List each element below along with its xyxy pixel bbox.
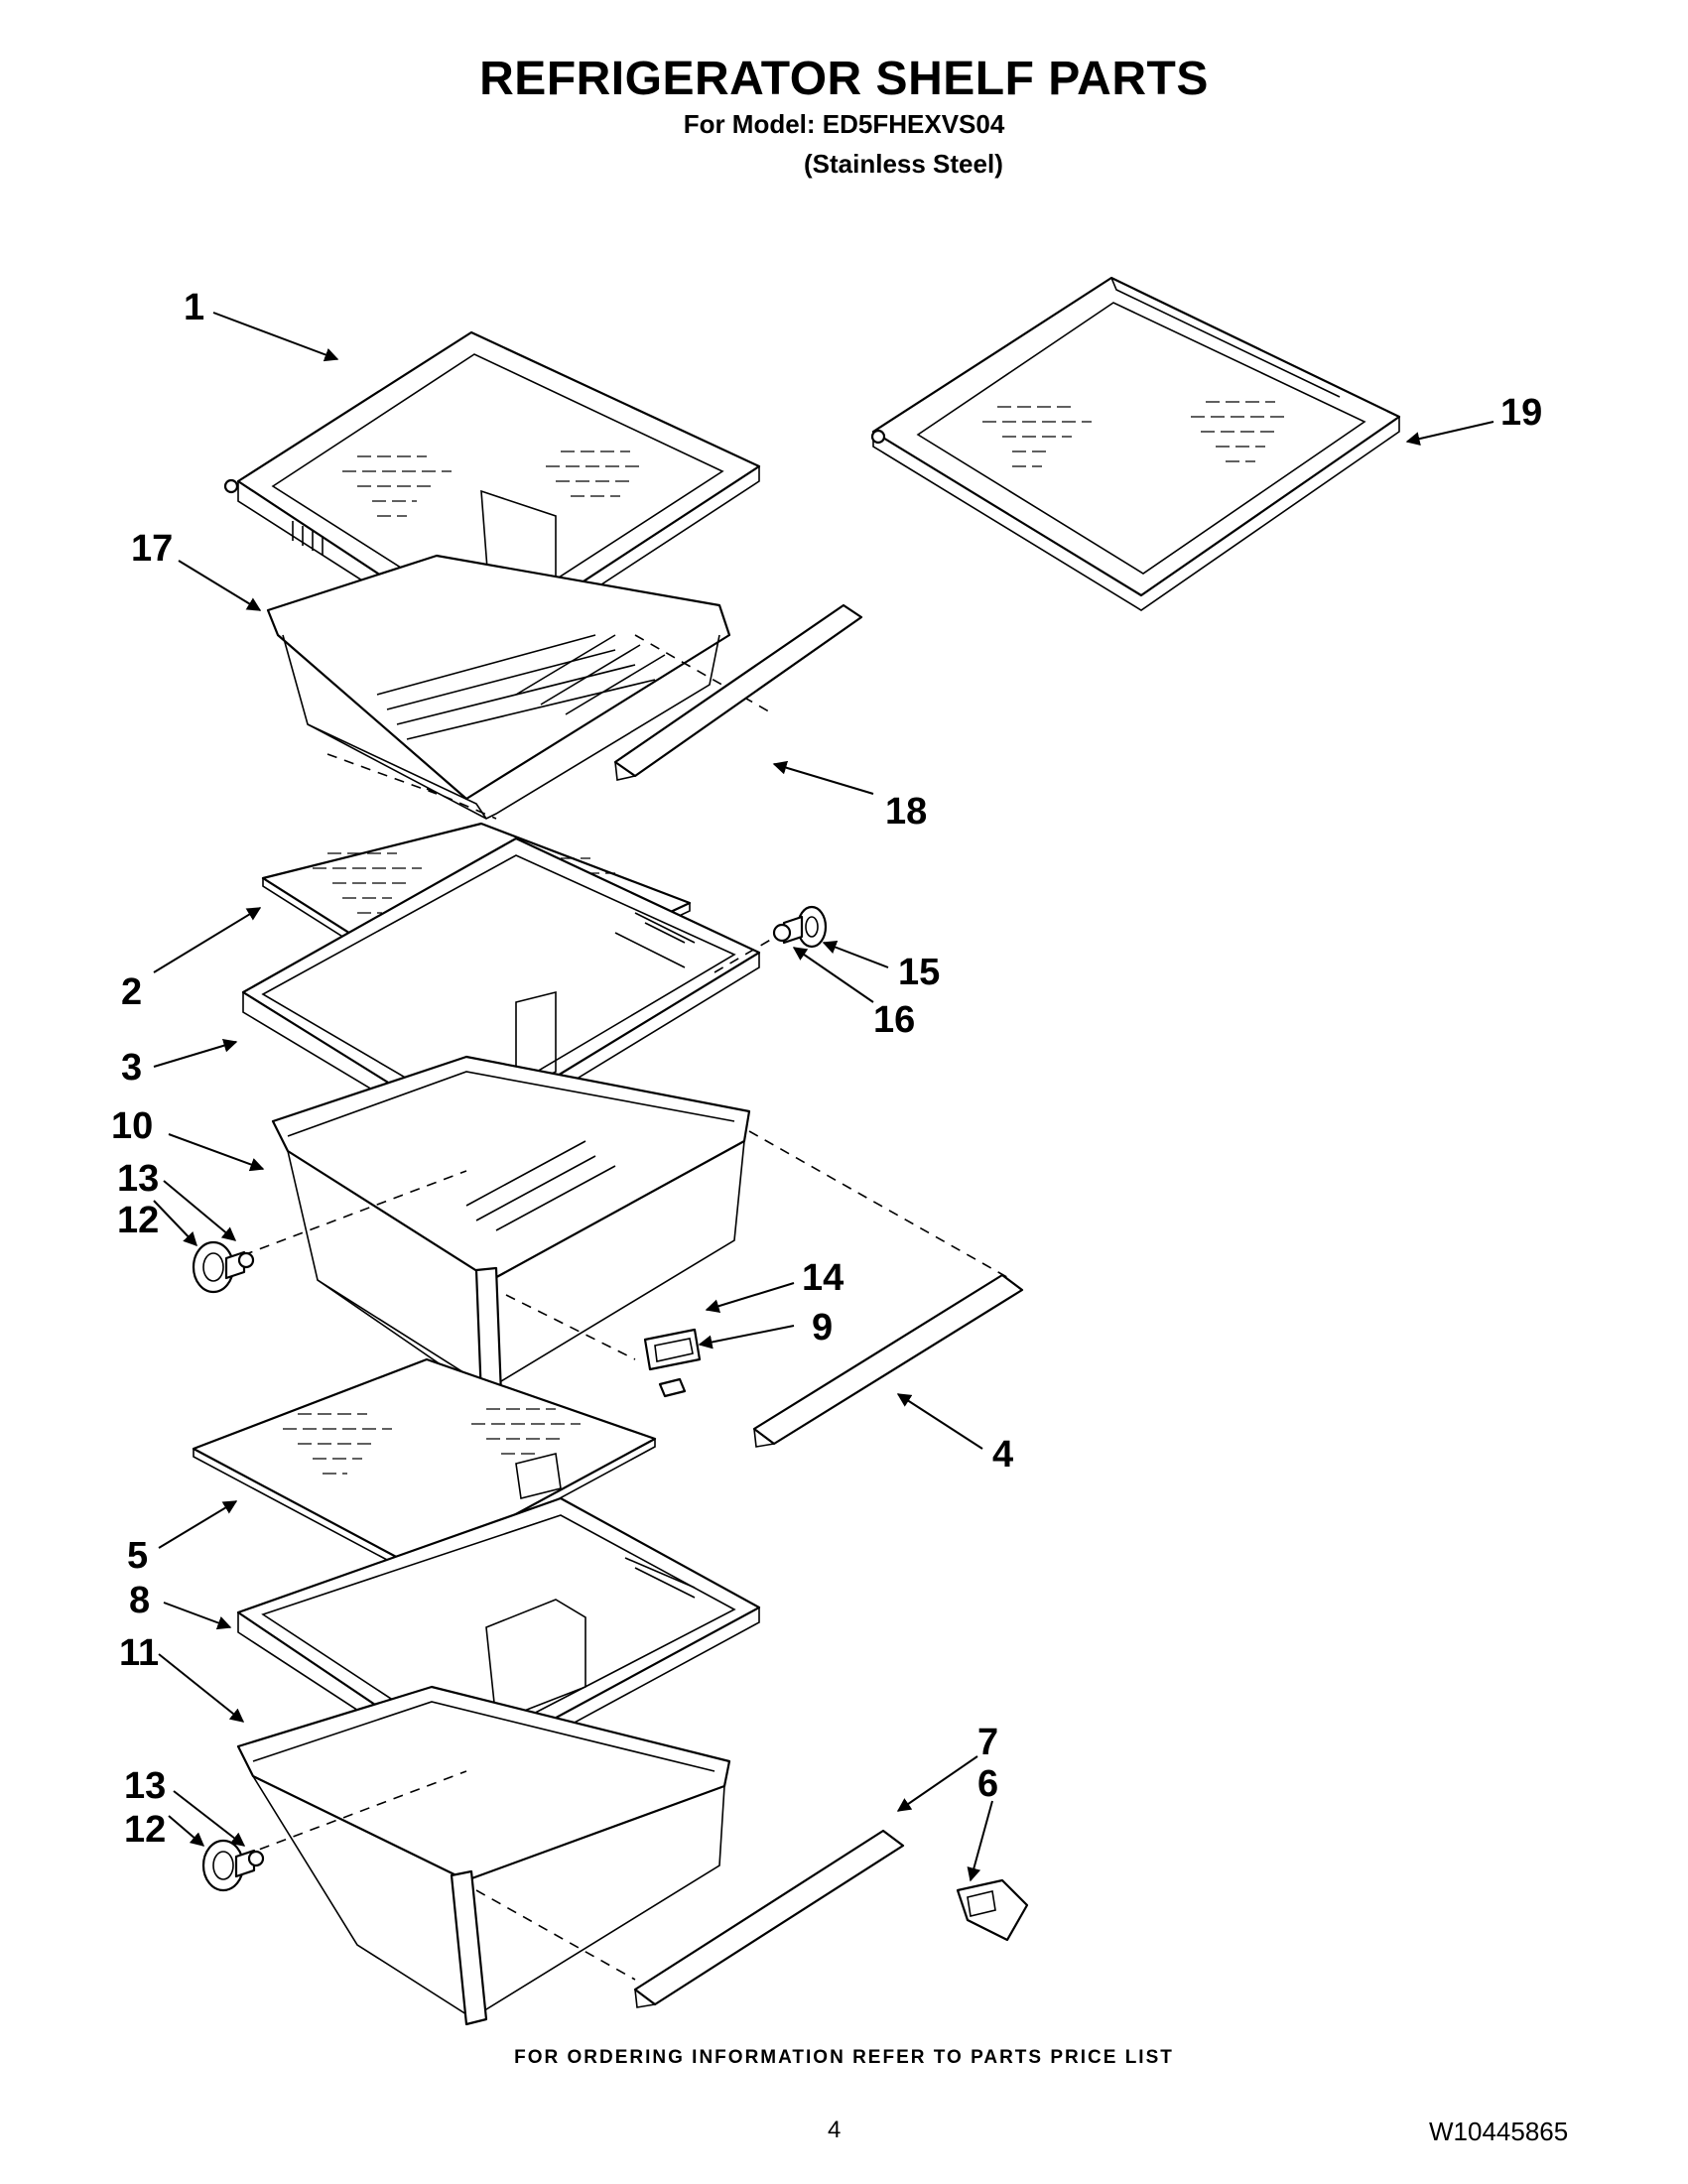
callout-15: 15 bbox=[898, 952, 940, 993]
document-id: W10445865 bbox=[1429, 2117, 1569, 2146]
part-4-trim bbox=[752, 1273, 1024, 1448]
callout-12b: 12 bbox=[124, 1809, 166, 1851]
callout-10: 10 bbox=[111, 1105, 153, 1147]
callout-16: 16 bbox=[873, 999, 915, 1041]
callout-1: 1 bbox=[184, 287, 204, 328]
part-12-13-roller-a bbox=[192, 1240, 255, 1294]
callout-14: 14 bbox=[802, 1257, 844, 1299]
callout-17: 17 bbox=[131, 528, 173, 570]
part-7-trim bbox=[633, 1829, 905, 2008]
callout-4: 4 bbox=[992, 1434, 1013, 1476]
callout-18: 18 bbox=[885, 791, 927, 833]
callout-2: 2 bbox=[121, 971, 142, 1013]
part-11-bottom-drawer bbox=[236, 1685, 731, 2026]
callout-11: 11 bbox=[119, 1632, 159, 1674]
model-line: For Model: ED5FHEXVS04 bbox=[683, 109, 1005, 139]
part-19-shelf bbox=[870, 276, 1401, 611]
part-14-9-clip bbox=[643, 1328, 702, 1398]
callout-9: 9 bbox=[812, 1307, 833, 1349]
callout-13b: 13 bbox=[124, 1765, 166, 1807]
part-17-upper-drawer bbox=[266, 554, 775, 820]
leader-lines bbox=[153, 312, 1494, 1882]
callout-19: 19 bbox=[1500, 392, 1542, 434]
callout-13: 13 bbox=[117, 1158, 159, 1200]
callout-6: 6 bbox=[977, 1763, 998, 1805]
callout-8: 8 bbox=[129, 1580, 150, 1621]
page-title: REFRIGERATOR SHELF PARTS bbox=[479, 53, 1209, 105]
part-18-trim bbox=[613, 603, 863, 781]
callout-7: 7 bbox=[977, 1722, 998, 1763]
callout-5: 5 bbox=[127, 1535, 148, 1577]
part-15-16-roller bbox=[714, 905, 828, 973]
part-6-clip bbox=[956, 1878, 1029, 1942]
callout-labels: 1 17 18 2 3 15 16 10 13 12 14 9 4 5 8 11… bbox=[111, 287, 1542, 1851]
callout-12: 12 bbox=[117, 1200, 159, 1241]
callout-3: 3 bbox=[121, 1047, 142, 1089]
part-12-13-roller-b bbox=[201, 1839, 265, 1892]
ordering-note: FOR ORDERING INFORMATION REFER TO PARTS … bbox=[514, 2047, 1174, 2068]
model-variant: (Stainless Steel) bbox=[804, 149, 1003, 179]
page-number: 4 bbox=[828, 2117, 842, 2143]
